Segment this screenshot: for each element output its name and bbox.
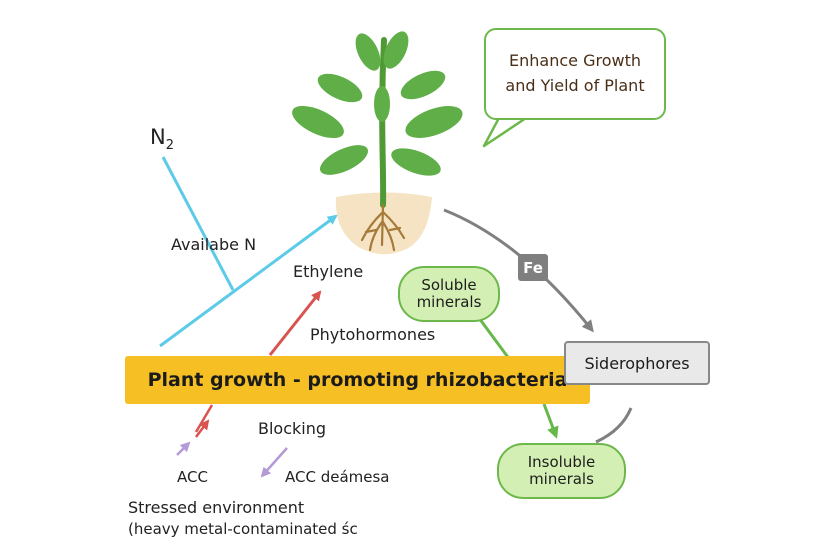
n2-line [161,156,235,291]
fe-badge: Fe [518,254,548,281]
siderophore-arrows [443,208,633,444]
plant-leaves [292,31,463,176]
n2-label: N2 [150,125,174,153]
insoluble-return-line [595,407,633,444]
phytohormone-arrow [268,290,322,356]
soluble-minerals-pill: Soluble minerals [398,266,500,322]
callout-line1: Enhance Growth [509,51,641,71]
nitrogen-arrows [159,156,338,348]
ethylene-arrows [194,290,322,438]
n2-symbol: N [150,125,166,149]
acc-purple-arrow [176,441,191,456]
acc-label: ACC [177,468,208,486]
insoluble-minerals-pill: Insoluble minerals [497,443,626,499]
n2-subscript: 2 [165,138,174,154]
siderophores-box: Siderophores [564,341,710,385]
stressed-environment-detail: (heavy metal-contaminated śc [128,520,358,538]
acc-deaminase-label: ACC deámesa [285,468,390,486]
available-n-arrow [159,214,338,348]
phytohormones-label: Phytohormones [310,325,436,344]
plant-roots [360,203,406,252]
deaminase-purple-arrow [260,447,288,478]
pgpr-banner: Plant growth - promoting rhizobacteria [125,356,590,404]
acc-red-arrow [194,404,214,433]
mineral-arrow [477,317,559,439]
plant-icon [292,31,463,255]
callout-line2: and Yield of Plant [505,76,645,95]
plant-stem [379,37,387,208]
available-n-label: Availabe N [171,235,257,254]
stressed-environment-label: Stressed environment [128,498,305,517]
blocking-label: Blocking [258,419,327,438]
callout-tail [482,115,527,148]
callout-enhance-growth: Enhance Growth and Yield of Plant [484,28,666,120]
acc-red-arrowhead [195,419,210,438]
ethylene-label: Ethylene [293,262,364,281]
acc-purple-arrows [176,441,288,478]
